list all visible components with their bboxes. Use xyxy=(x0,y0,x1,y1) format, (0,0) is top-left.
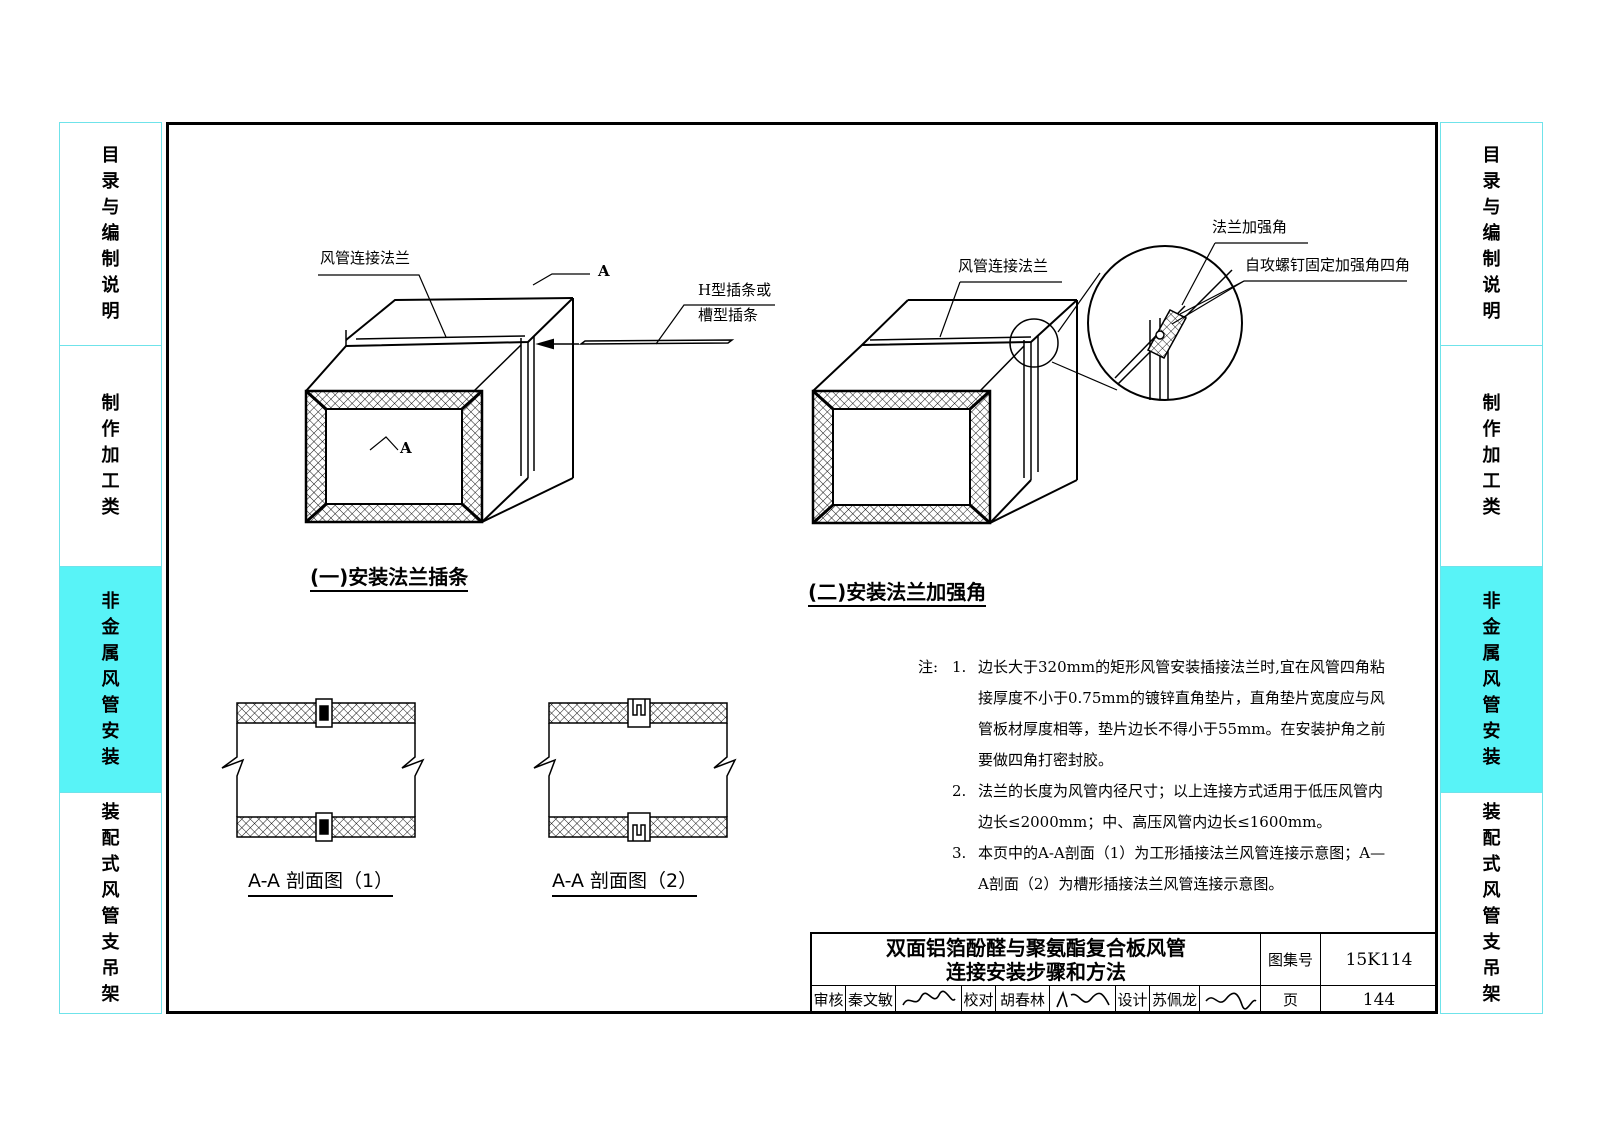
i-flange-top xyxy=(315,698,333,728)
note-number: 3. xyxy=(952,844,967,862)
signature-review xyxy=(896,986,962,1013)
note-item: 2. 法兰的长度为风管内径尺寸；以上连接方式适用于低压风管内边长≤2000mm；… xyxy=(918,776,1388,838)
notes-block: 注: 1. 边长大于320mm的矩形风管安装插接法兰时,宜在风管四角粘接厚度不小… xyxy=(918,652,1388,900)
side-tab-catalog[interactable]: 目录与编制说明 xyxy=(1441,123,1542,346)
note-item: 3. 本页中的A-A剖面（1）为工形插接法兰风管连接示意图；A—A剖面（2）为槽… xyxy=(918,838,1388,900)
strip-label-line2: 槽型插条 xyxy=(698,306,759,324)
side-tab-label: 制作加工类 xyxy=(101,393,120,518)
section-aa-2 xyxy=(533,698,737,842)
side-tab-fabrication[interactable]: 制作加工类 xyxy=(1441,346,1542,567)
figure1-caption: (一)安装法兰插条 xyxy=(310,567,469,592)
slot-flange-top xyxy=(627,698,651,728)
drawing-frame xyxy=(166,122,1438,1014)
duct-body-2 xyxy=(812,299,1078,524)
page-number: 144 xyxy=(1362,989,1396,1010)
side-tab-label: 目录与编制说明 xyxy=(1482,145,1501,322)
leader-lines-1 xyxy=(318,273,775,451)
note-number: 2. xyxy=(952,782,967,800)
flange-label-2: 风管连接法兰 xyxy=(958,257,1049,275)
side-tab-fabrication[interactable]: 制作加工类 xyxy=(60,346,161,567)
handwritten-signature-1 xyxy=(901,990,956,1005)
handwritten-signature-3 xyxy=(1205,992,1257,1010)
leader-lines-2 xyxy=(939,242,1407,338)
side-tab-label: 非金属风管安装 xyxy=(1482,590,1501,768)
side-tab-nonmetal-duct[interactable]: 非金属风管安装 xyxy=(1441,567,1542,793)
section-mark-top: A xyxy=(598,262,610,280)
side-tab-nonmetal-duct[interactable]: 非金属风管安装 xyxy=(60,567,161,793)
name-review: 秦文敏 xyxy=(846,986,896,1013)
drawing-title: 双面铝箔酚醛与聚氨酯复合板风管 连接安装步骤和方法 xyxy=(812,934,1261,986)
side-tab-catalog[interactable]: 目录与编制说明 xyxy=(60,123,161,346)
right-side-nav: 目录与编制说明 制作加工类 非金属风管安装 装配式风管支吊架 xyxy=(1440,122,1543,1014)
side-tab-label: 目录与编制说明 xyxy=(101,145,120,322)
handwritten-signature-2 xyxy=(1055,990,1110,1007)
note-item: 注: 1. 边长大于320mm的矩形风管安装插接法兰时,宜在风管四角粘接厚度不小… xyxy=(918,652,1388,776)
screw-label: 自攻螺钉固定加强角四角 xyxy=(1245,256,1411,274)
role-review: 审核 xyxy=(812,986,846,1013)
note-text: 边长大于320mm的矩形风管安装插接法兰时,宜在风管四角粘接厚度不小于0.75m… xyxy=(978,658,1386,769)
duct-body-1 xyxy=(305,297,574,523)
side-tab-label: 装配式风管支吊架 xyxy=(1482,802,1501,1005)
side-tab-label: 装配式风管支吊架 xyxy=(101,802,120,1005)
section-mark-bottom: A xyxy=(400,439,412,457)
name-check: 胡春林 xyxy=(996,986,1050,1013)
duct-figure-2 xyxy=(811,242,1407,525)
signature-design xyxy=(1200,986,1261,1013)
signature-check xyxy=(1050,986,1116,1013)
role-design: 设计 xyxy=(1116,986,1150,1013)
note-text: 本页中的A-A剖面（1）为工形插接法兰风管连接示意图；A—A剖面（2）为槽形插接… xyxy=(978,844,1386,893)
atlas-label: 图集号 xyxy=(1261,934,1321,986)
role-check: 校对 xyxy=(962,986,996,1013)
atlas-number: 15K114 xyxy=(1321,934,1437,986)
notes-head: 注: xyxy=(918,658,939,676)
insert-strip xyxy=(535,338,735,350)
page-label: 页 xyxy=(1261,986,1321,1013)
side-tab-support-hanger[interactable]: 装配式风管支吊架 xyxy=(1441,793,1542,1015)
title-line-2: 连接安装步骤和方法 xyxy=(946,959,1126,984)
note-number: 1. xyxy=(952,658,967,676)
flange-label-1: 风管连接法兰 xyxy=(320,249,411,267)
side-tab-label: 制作加工类 xyxy=(1482,393,1501,518)
figure2-caption: (二)安装法兰加强角 xyxy=(808,582,987,607)
section-aa-1 xyxy=(221,698,425,842)
strip-label-line1: H型插条或 xyxy=(698,281,772,299)
side-tab-support-hanger[interactable]: 装配式风管支吊架 xyxy=(60,793,161,1015)
section2-caption: A-A 剖面图（2） xyxy=(552,872,698,897)
duct-front-face-1 xyxy=(304,389,484,524)
side-tab-label: 非金属风管安装 xyxy=(101,590,120,768)
title-line-1: 双面铝箔酚醛与聚氨酯复合板风管 xyxy=(886,935,1186,960)
duct-front-face-2 xyxy=(811,389,992,525)
title-block: 双面铝箔酚醛与聚氨酯复合板风管 连接安装步骤和方法 图集号 15K114 页 1… xyxy=(810,932,1437,1013)
i-flange-bottom xyxy=(315,812,333,842)
note-text: 法兰的长度为风管内径尺寸；以上连接方式适用于低压风管内边长≤2000mm；中、高… xyxy=(978,782,1384,831)
slot-flange-bottom xyxy=(627,812,651,842)
section1-caption: A-A 剖面图（1） xyxy=(248,872,394,897)
left-side-nav: 目录与编制说明 制作加工类 非金属风管安装 装配式风管支吊架 xyxy=(59,122,162,1014)
duct-figure-1 xyxy=(304,273,775,524)
corner-label: 法兰加强角 xyxy=(1212,218,1288,236)
name-design: 苏佩龙 xyxy=(1150,986,1200,1013)
